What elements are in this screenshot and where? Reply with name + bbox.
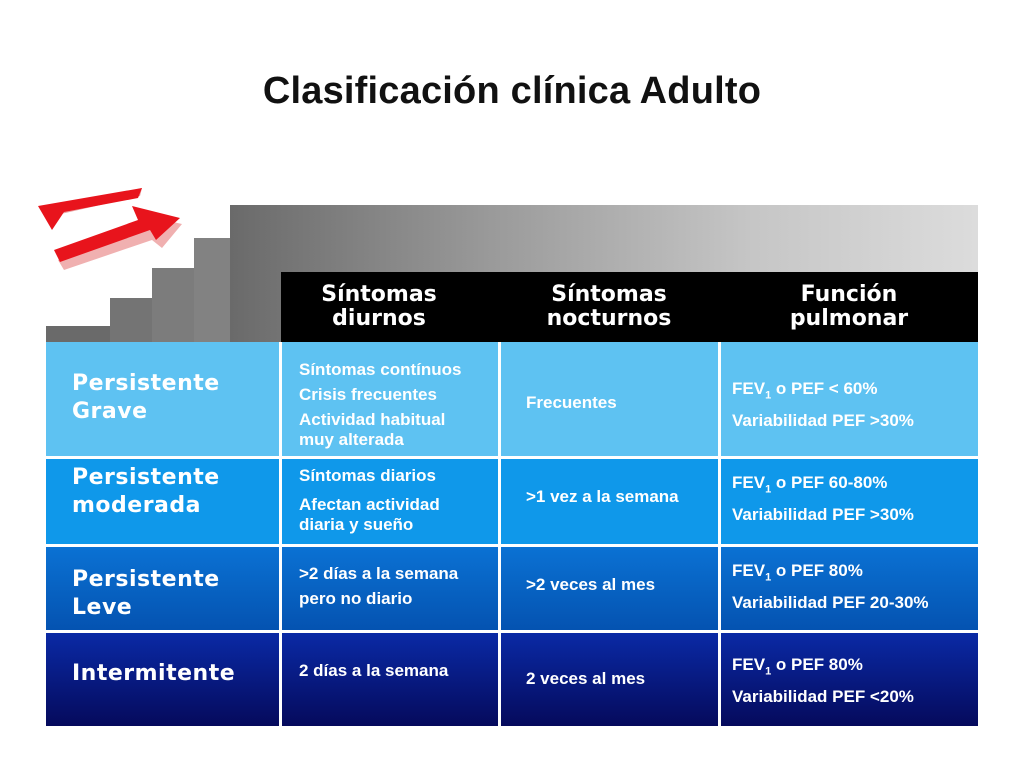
column-divider [279,342,282,726]
two-way-arrows-icon [38,188,182,270]
diurnos-cell: 2 días a la semana [299,661,449,680]
row-divider [46,456,978,459]
category-label: Intermitente [72,661,236,686]
row-divider [46,630,978,633]
table-row-leve [46,546,978,632]
column-divider [718,342,721,726]
table-row-grave [46,342,978,458]
table-header [281,272,978,342]
stair-step-2 [110,298,156,342]
slide-title: Clasificación clínica Adulto [262,70,762,112]
funcion-cell: FEV1 o PEF 80% Variabilidad PEF 20-30% [732,561,929,613]
nocturnos-cell: Frecuentes [526,393,617,412]
arrow-upper-icon [38,188,142,230]
funcion-cell: FEV1 o PEF 80% Variabilidad PEF <20% [732,655,914,707]
funcion-cell: FEV1 o PEF < 60% Variabilidad PEF >30% [732,379,914,431]
nocturnos-cell: >2 veces al mes [526,575,656,594]
table-row-intermitente [46,632,978,726]
arrow-lower-icon [54,206,182,270]
row-divider [46,544,978,547]
nocturnos-cell: 2 veces al mes [526,669,646,688]
column-divider [498,342,501,726]
nocturnos-cell: >1 vez a la semana [526,487,679,506]
stair-step-3 [152,268,198,342]
diurnos-cell: Síntomas contínuos Crisis frecuentes Act… [299,360,462,449]
diurnos-cell: >2 días a la semana pero no diario [299,564,459,608]
stair-step-1 [46,326,112,342]
table-row-moderada [46,458,978,546]
funcion-cell: FEV1 o PEF 60-80% Variabilidad PEF >30% [732,473,914,525]
diurnos-cell: Síntomas diarios Afectan actividad diari… [299,466,440,534]
